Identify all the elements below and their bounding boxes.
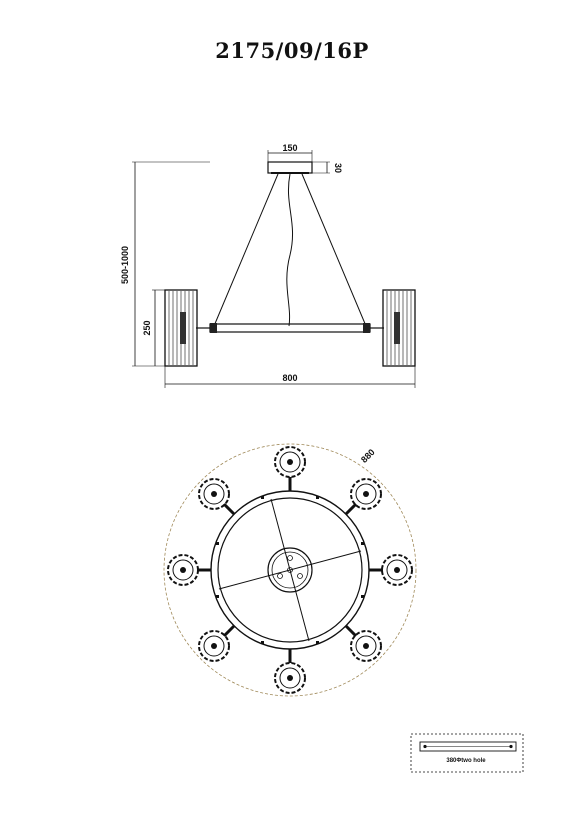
canopy-width-label: 150 (282, 143, 297, 153)
mounting-plate-detail: 380Φtwo hole (410, 733, 524, 773)
center-hub-inner (271, 551, 309, 589)
diameter-label: 880 (359, 447, 377, 465)
center-hub (267, 547, 313, 593)
lamp-head-left (167, 554, 199, 586)
top-view: 880 (163, 443, 417, 697)
lamp-head-bottom (274, 662, 306, 694)
shade-left (164, 289, 198, 367)
lamp-head-top-left (198, 478, 230, 510)
lamp-head-top (274, 446, 306, 478)
lamp-head-top-right (350, 478, 382, 510)
overall-diameter-circle (163, 443, 417, 697)
lamp-head-bottom-right (350, 630, 382, 662)
canopy-height-label: 30 (333, 163, 343, 173)
horizontal-bar (209, 323, 371, 333)
suspension-cable-left (213, 173, 279, 327)
lamp-head-right (381, 554, 413, 586)
shade-height-label: 250 (142, 320, 152, 335)
mounting-plate-frame (410, 733, 524, 773)
side-view: 150 30 (120, 143, 416, 388)
model-title: 2175/09/16P (215, 38, 369, 63)
bar-end-right (363, 323, 370, 333)
bar-end-left (210, 323, 217, 333)
mounting-plate-bar (419, 741, 517, 752)
total-width-label: 800 (282, 373, 297, 383)
mounting-note: 380Φtwo hole (446, 758, 486, 764)
lamp-arms (197, 477, 383, 663)
suspension-cable-right (301, 173, 367, 327)
lamp-heads (167, 446, 413, 694)
shade-right (382, 289, 416, 367)
lamp-head-bottom-left (198, 630, 230, 662)
canopy (267, 161, 313, 174)
cross-bar-2 (270, 498, 310, 642)
total-height-label: 500-1000 (120, 246, 130, 284)
power-cord (286, 173, 293, 327)
main-ring-inner (217, 497, 363, 643)
